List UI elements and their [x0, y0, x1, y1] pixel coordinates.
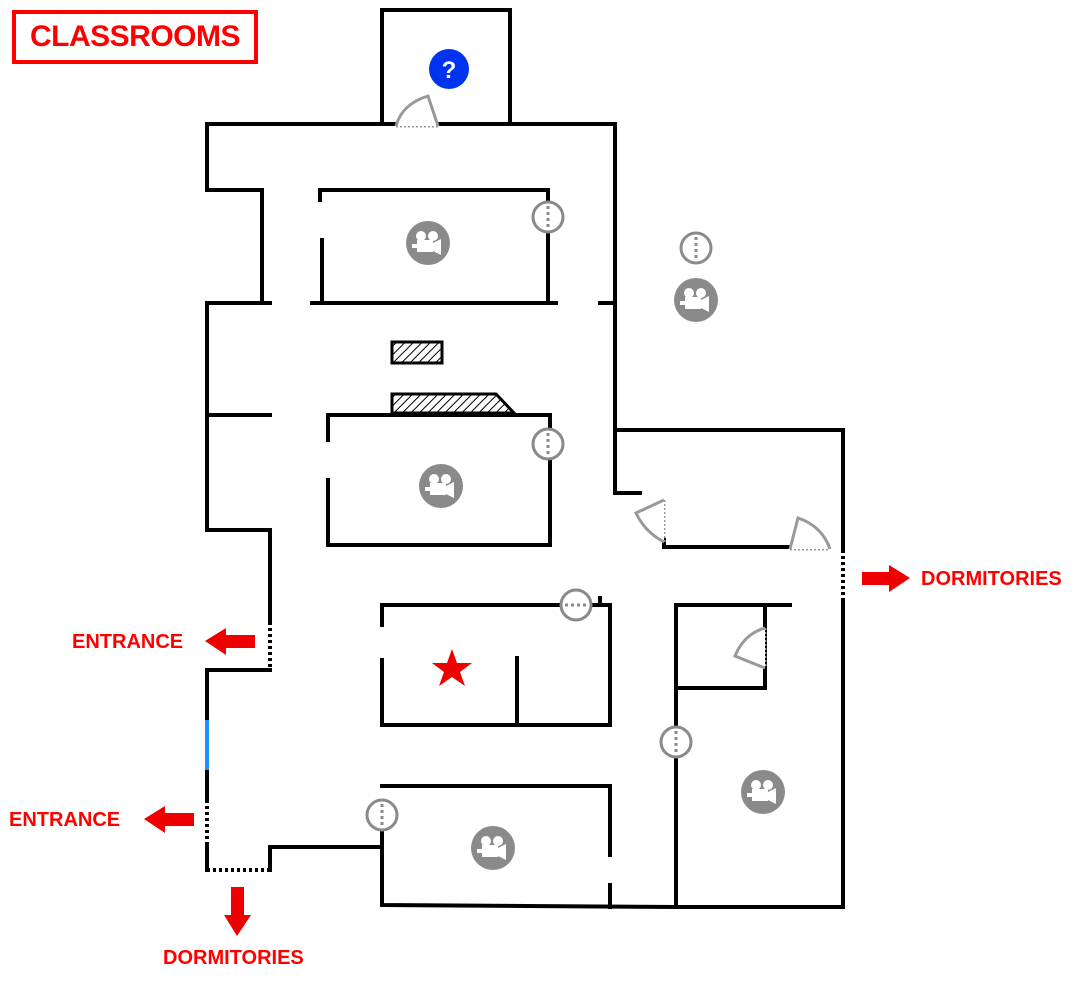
- arrow-dormitories-east: [862, 565, 910, 592]
- swing-door-icon[interactable]: [733, 626, 767, 670]
- vent-icon[interactable]: [659, 725, 693, 759]
- label-dormitories-east: DORMITORIES: [921, 568, 1062, 590]
- swing-door-icon[interactable]: [394, 94, 440, 128]
- question-mark-icon[interactable]: ?: [429, 49, 469, 89]
- arrow-entrance-lower: [144, 806, 194, 833]
- map-title: CLASSROOMS: [12, 10, 258, 64]
- hatched-desk: [390, 340, 444, 365]
- arrow-entrance-upper: [205, 628, 255, 655]
- label-entrance-lower: ENTRANCE: [9, 809, 120, 831]
- swing-door-icon[interactable]: [788, 516, 832, 551]
- dotted-openings: [205, 550, 845, 872]
- swing-door-icon[interactable]: [633, 498, 666, 544]
- hatched-counter: [390, 392, 518, 415]
- security-camera-icon[interactable]: [406, 221, 450, 265]
- vent-icon[interactable]: [531, 427, 565, 461]
- security-camera-icon[interactable]: [471, 826, 515, 870]
- security-camera-icon[interactable]: [674, 278, 718, 322]
- svg-text:?: ?: [442, 57, 457, 84]
- arrow-dormitories-south: [224, 887, 251, 936]
- vent-icon[interactable]: [365, 798, 399, 832]
- security-camera-icon[interactable]: [419, 464, 463, 508]
- vent-icon[interactable]: [679, 231, 713, 265]
- vent-icon[interactable]: [559, 588, 593, 622]
- security-camera-icon[interactable]: [741, 770, 785, 814]
- label-dormitories-south: DORMITORIES: [163, 947, 304, 969]
- label-entrance-upper: ENTRANCE: [72, 631, 183, 653]
- star-icon[interactable]: [432, 649, 472, 686]
- walls: [205, 8, 845, 910]
- vent-icon[interactable]: [531, 200, 565, 234]
